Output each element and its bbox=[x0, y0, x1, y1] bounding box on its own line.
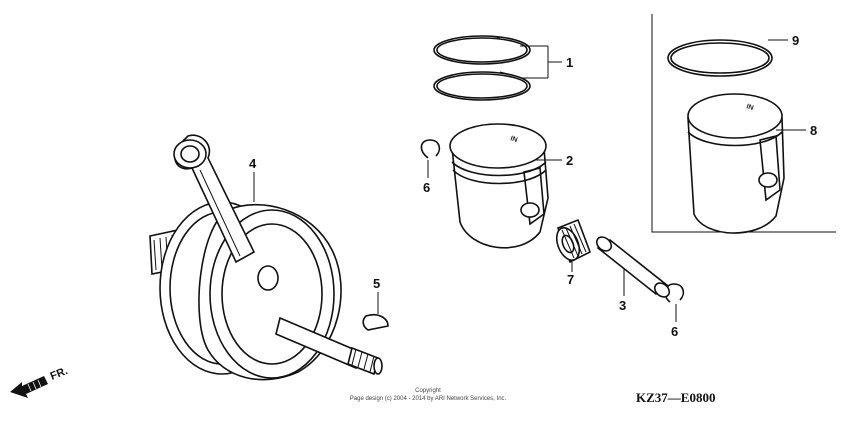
piston-rings-illustration[interactable] bbox=[433, 35, 531, 101]
callout-6-upper[interactable]: 6 bbox=[423, 180, 430, 195]
piston-rear-mark: IN bbox=[745, 103, 754, 112]
piston-rear-illustration[interactable]: IN bbox=[687, 93, 785, 234]
piston-clip-upper-illustration[interactable] bbox=[420, 139, 441, 159]
callout-3[interactable]: 3 bbox=[619, 298, 626, 313]
callout-5[interactable]: 5 bbox=[373, 276, 380, 291]
inset-frame bbox=[651, 14, 836, 233]
callout-2[interactable]: 2 bbox=[566, 153, 573, 168]
piston-front-mark: IN bbox=[509, 135, 518, 144]
callout-6-lower[interactable]: 6 bbox=[671, 324, 678, 339]
piston-front-illustration[interactable]: IN bbox=[449, 123, 549, 249]
callout-8[interactable]: 8 bbox=[810, 123, 817, 138]
front-direction-arrow bbox=[10, 376, 48, 398]
callout-7[interactable]: 7 bbox=[567, 272, 574, 287]
callout-4[interactable]: 4 bbox=[249, 156, 257, 171]
copyright-line-2: Page design (c) 2004 - 2014 by ARI Netwo… bbox=[350, 396, 507, 402]
diagram-code: KZ37—E0800 bbox=[636, 390, 715, 405]
crankshaft-illustration[interactable] bbox=[149, 134, 383, 381]
callout-1[interactable]: 1 bbox=[566, 55, 573, 70]
needle-bearing-illustration[interactable] bbox=[552, 218, 592, 264]
piston-pin-illustration[interactable] bbox=[594, 234, 672, 299]
woodruff-key-illustration[interactable] bbox=[362, 313, 389, 331]
piston-ring-rear-illustration[interactable] bbox=[667, 39, 773, 77]
leader-lines bbox=[253, 39, 806, 322]
front-direction-label: FR. bbox=[49, 365, 70, 383]
copyright-line-1: Copyright bbox=[415, 388, 441, 394]
callout-9[interactable]: 9 bbox=[792, 33, 799, 48]
